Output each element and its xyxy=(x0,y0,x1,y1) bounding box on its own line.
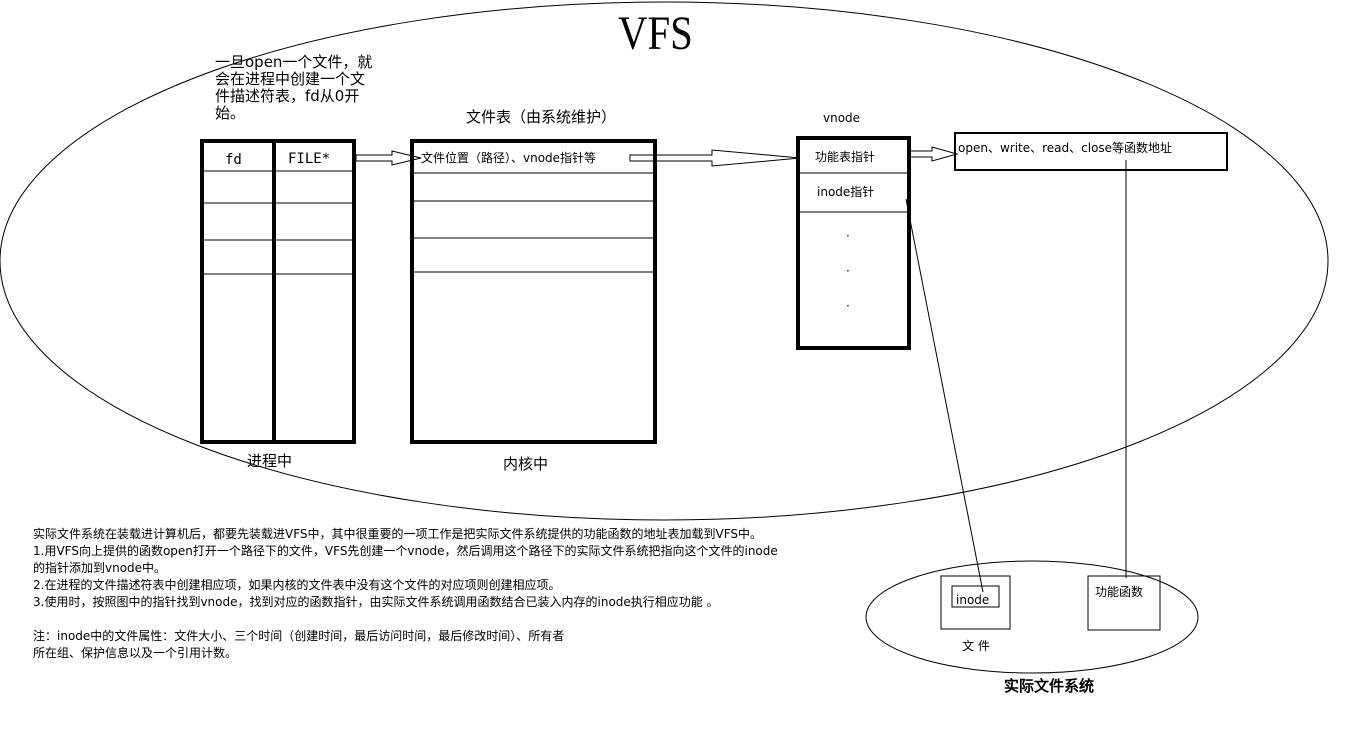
arrow-table-to-vnode xyxy=(629,149,801,167)
file-table-label: 文件表（由系统维护） xyxy=(466,108,617,126)
function-address-text: open、write、read、close等函数地址 xyxy=(958,141,1173,155)
note-line: 的指针添加到vnode中。 xyxy=(33,561,167,575)
explanation-notes: 实际文件系统在装载进计算机后，都要先装载进VFS中，其中很重要的一项工作是把实际… xyxy=(33,526,893,662)
kernel-caption: 内核中 xyxy=(503,455,549,473)
file-table-row-1: 文件位置（路径）、vnode指针等 xyxy=(421,151,597,165)
open-callout: 一旦open一个文件，就 会在进程中创建一个文 件描述符表，fd从0开 始。 xyxy=(215,54,372,122)
arrow-vnode-to-functions xyxy=(907,146,959,162)
kernel-file-table xyxy=(410,139,657,444)
process-fd-table xyxy=(200,139,356,444)
fd-column-header: fd xyxy=(225,152,242,168)
callout-line: 会在进程中创建一个文 xyxy=(215,70,366,88)
vnode-inode-pointer: inode指针 xyxy=(817,185,875,199)
vnode-ellipsis-dot: · xyxy=(846,299,850,313)
vnode-ellipsis-dot: · xyxy=(846,264,850,278)
function-box xyxy=(1087,575,1161,631)
process-caption: 进程中 xyxy=(247,452,293,470)
inode-pointer-line xyxy=(905,198,984,593)
file-label: 文 件 xyxy=(962,639,990,653)
vfs-ellipse xyxy=(0,1,1329,521)
vnode-label: vnode xyxy=(823,111,861,125)
callout-line: 件描述符表，fd从0开 xyxy=(215,87,360,105)
vnode-function-table-pointer: 功能表指针 xyxy=(815,150,876,164)
note-line: 3.使用时，按照图中的指针找到vnode，找到对应的函数指针，由实际文件系统调用… xyxy=(33,595,719,609)
file-box xyxy=(940,575,1011,630)
footnote-line: 所在组、保护信息以及一个引用计数。 xyxy=(33,646,238,660)
inode-inner-box xyxy=(951,585,1000,608)
vnode-ellipsis-dot: · xyxy=(846,229,850,243)
arrow-file-to-table xyxy=(355,150,422,166)
callout-line: 始。 xyxy=(215,104,246,122)
real-fs-ellipse xyxy=(865,560,1199,674)
note-line: 实际文件系统在装载进计算机后，都要先装载进VFS中，其中很重要的一项工作是把实际… xyxy=(33,527,763,541)
note-line: 2.在进程的文件描述符表中创建相应项，如果内核的文件表中没有这个文件的对应项则创… xyxy=(33,578,561,592)
note-line: 1.用VFS向上提供的函数open打开一个路径下的文件，VFS先创建一个vnod… xyxy=(33,544,778,558)
vfs-title: VFS xyxy=(618,7,693,60)
function-label: 功能函数 xyxy=(1095,585,1144,599)
file-pointer-column-header: FILE* xyxy=(288,151,331,167)
footnote-line: 注：inode中的文件属性：文件大小、三个时间（创建时间，最后访问时间，最后修改… xyxy=(33,629,565,643)
callout-line: 一旦open一个文件，就 xyxy=(215,53,373,71)
vnode-box xyxy=(796,136,911,350)
real-fs-caption: 实际文件系统 xyxy=(1004,677,1095,695)
inode-label: inode xyxy=(956,593,990,607)
function-address-box xyxy=(954,132,1228,171)
